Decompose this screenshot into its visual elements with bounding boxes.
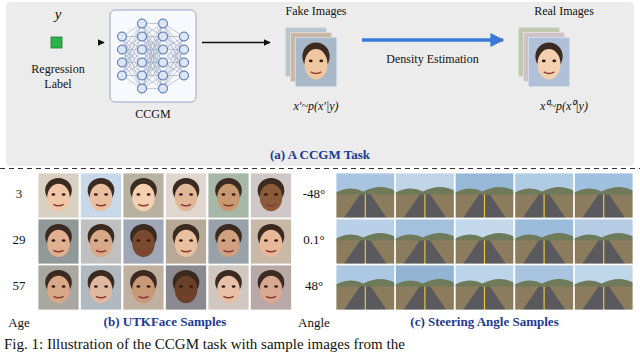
axis-value: Angle [293, 316, 335, 331]
network-neuron [159, 71, 168, 80]
network-neuron [138, 71, 147, 80]
network-neuron [180, 58, 189, 67]
fake-image-stack [285, 27, 337, 87]
axis-value: Age [2, 316, 36, 331]
network-neuron [138, 58, 147, 67]
network-neuron [138, 84, 147, 93]
node-text: (c) Steering Angle Samples [410, 314, 558, 330]
figure-caption: Fig. 1: Illustration of the CCGM task wi… [4, 336, 634, 353]
network-neuron [159, 32, 168, 41]
separator-dashed [0, 168, 640, 169]
real-image-stack [518, 27, 570, 87]
utkface-grid [38, 173, 292, 310]
panel-background [6, 2, 634, 166]
network-neuron [180, 32, 189, 41]
network-neuron [118, 71, 127, 80]
network-neuron [159, 19, 168, 28]
axis-value: 3 [2, 187, 36, 202]
node-text: (a) A CCGM Task [270, 147, 370, 163]
network-neuron [159, 45, 168, 54]
node-text: Regression Label [19, 62, 97, 92]
network-link [163, 37, 184, 76]
network-neuron [180, 71, 189, 80]
network-neuron [138, 19, 147, 28]
axis-value: 0.1° [294, 233, 334, 248]
network-neuron [118, 32, 127, 41]
node-text: CCGM [135, 107, 170, 122]
network-neuron [180, 45, 189, 54]
network-neuron [118, 45, 127, 54]
network-frame [110, 10, 196, 102]
label-square [51, 37, 62, 48]
node-text: (b) UTKFace Samples [104, 314, 227, 330]
generator-box: CCGM [104, 6, 202, 124]
network-neuron [138, 32, 147, 41]
axis-value: 48° [294, 279, 334, 294]
network-link [142, 50, 163, 89]
network-neuron [118, 58, 127, 67]
network-link [163, 24, 184, 63]
node-text: x′~p(x′|y) [293, 99, 338, 114]
steering-panel: (c) Steering Angle Samples [334, 171, 635, 331]
steering-grid [336, 173, 633, 310]
axis-value: 57 [2, 279, 36, 294]
real-images: Real Images x⁰~p(x⁰|y) [503, 4, 625, 114]
node-text: x⁰~p(x⁰|y) [540, 97, 588, 114]
panel-box: (a) A CCGM Task yRegression LabelCCGM Fake… [6, 2, 634, 166]
flow-arrow [100, 42, 104, 43]
network-link [122, 37, 142, 76]
network-link [163, 37, 184, 76]
network-neuron [159, 84, 168, 93]
edge-label: Density Estimation [384, 53, 480, 67]
axis-value: -48° [294, 187, 334, 202]
label-node: yRegression Label [16, 6, 100, 92]
fake-images: Fake Images x′~p(x′|y) [270, 4, 362, 114]
flow-arrow [202, 42, 270, 43]
network-link [163, 50, 184, 89]
neural-network [118, 19, 189, 93]
node-text: Real Images [534, 4, 594, 19]
node-text: y [55, 6, 62, 23]
utkface-panel: (b) UTKFace Samples [36, 171, 294, 331]
network-neuron [159, 58, 168, 67]
axis-value: 29 [2, 233, 36, 248]
network-neuron [138, 45, 147, 54]
flow-arrow [362, 38, 503, 42]
node-text: Fake Images [286, 4, 347, 19]
